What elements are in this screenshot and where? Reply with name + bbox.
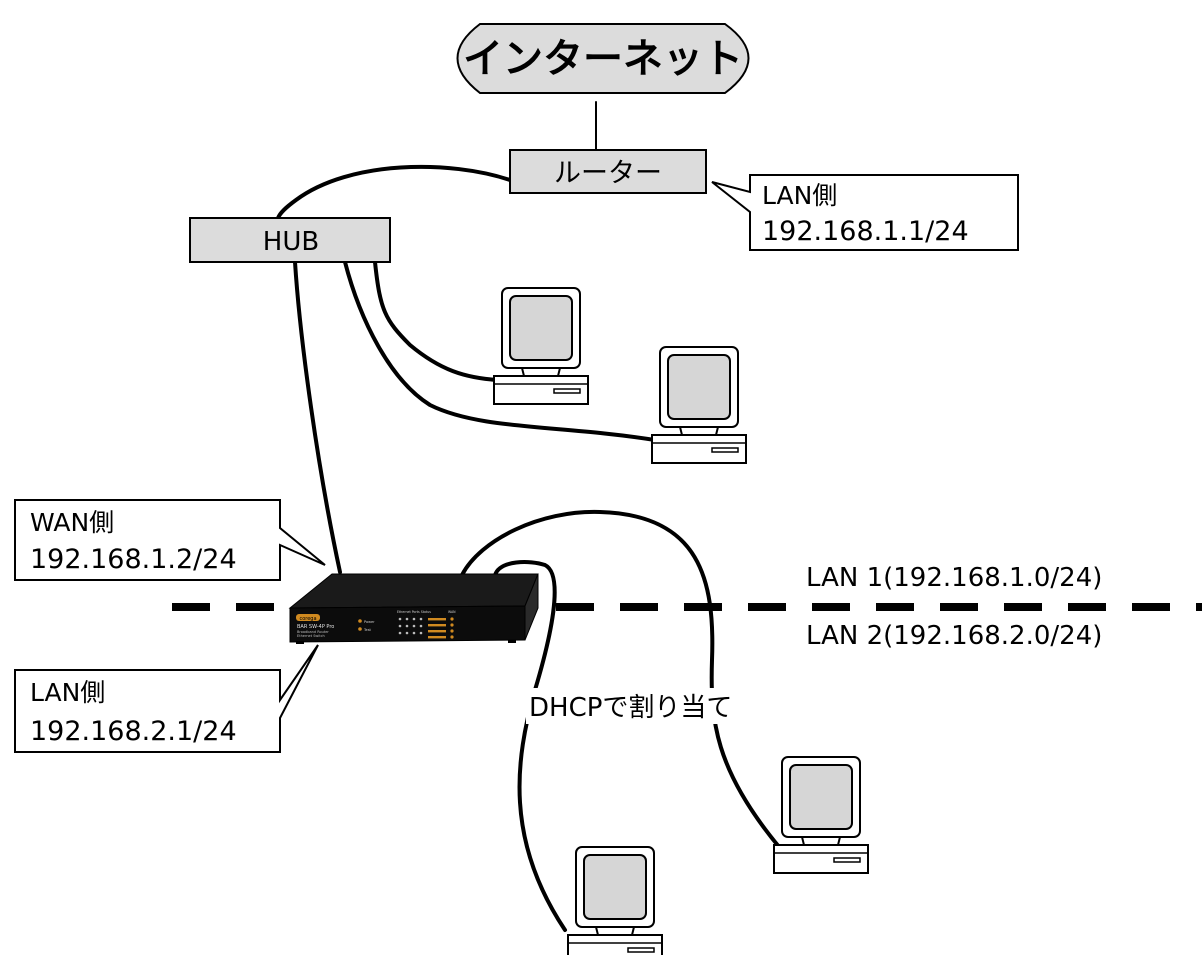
port-leds [398, 617, 423, 635]
hub-pc2-cable [343, 260, 657, 442]
internet-node: インターネット [456, 23, 750, 94]
lan1-label: LAN 1(192.168.1.0/24) [806, 563, 1102, 593]
pc-1 [493, 287, 589, 405]
router-callout-box [711, 174, 1019, 251]
hub-device-cable [293, 260, 342, 574]
device-pc3-cable [460, 509, 782, 850]
pc-3 [773, 756, 869, 874]
wan-callout-ip: 192.168.1.2/24 [30, 544, 237, 575]
cables [276, 101, 782, 932]
router-callout-title: LAN側 [762, 181, 837, 210]
device-model: BAR SW-4P Pro [297, 624, 334, 630]
device-foot-right [508, 640, 516, 643]
pc-2 [651, 346, 747, 464]
router-callout-ip: 192.168.1.1/24 [762, 216, 969, 247]
device-lan-callout: LAN側 192.168.2.1/24 [14, 644, 319, 753]
dhcp-label: DHCPで割り当て [529, 693, 732, 723]
port-group-label: Ethernet Ports Status [397, 610, 431, 614]
led-power-label: Power [364, 620, 375, 624]
lan-callout-box [14, 644, 319, 753]
hub-label: HUB [263, 227, 319, 257]
internet-ellipse [456, 23, 750, 94]
wan-group-label: WAN [448, 610, 456, 614]
router-box [509, 149, 707, 194]
device-sub2: Ethernet Switch [297, 634, 325, 638]
router-node: ルーター [509, 149, 707, 194]
lan2-label: LAN 2(192.168.2.0/24) [806, 621, 1102, 651]
led-test [358, 627, 362, 631]
hub-box [189, 217, 391, 263]
led-power [358, 619, 362, 623]
wan-callout-title: WAN側 [30, 508, 114, 537]
device-wan-callout: WAN側 192.168.1.2/24 [14, 499, 326, 581]
led-test-label: Test [363, 628, 372, 632]
lan-callout-title: LAN側 [30, 678, 105, 707]
hub-node: HUB [189, 217, 391, 263]
status-leds [428, 617, 454, 639]
pc-4 [567, 846, 663, 955]
router-lan-callout: LAN側 192.168.1.1/24 [711, 174, 1019, 251]
router-label: ルーター [554, 158, 662, 189]
lan-callout-ip: 192.168.2.1/24 [30, 716, 237, 747]
dhcp-label-bg [526, 688, 766, 724]
broadband-router-device: corega BAR SW-4P Pro Broadband Router Et… [288, 573, 539, 644]
internet-label: インターネット [463, 36, 743, 82]
router-hub-cable [276, 164, 512, 220]
device-top [288, 573, 539, 609]
wan-callout-box [14, 499, 326, 581]
device-foot-left [296, 641, 304, 644]
device-side [524, 573, 539, 641]
device-pc4-cable [493, 560, 567, 932]
device-brand-badge [296, 614, 320, 621]
device-brand: corega [299, 616, 316, 622]
hub-pc1-cable [373, 260, 500, 382]
device-sub1: Broadband Router [297, 630, 329, 634]
